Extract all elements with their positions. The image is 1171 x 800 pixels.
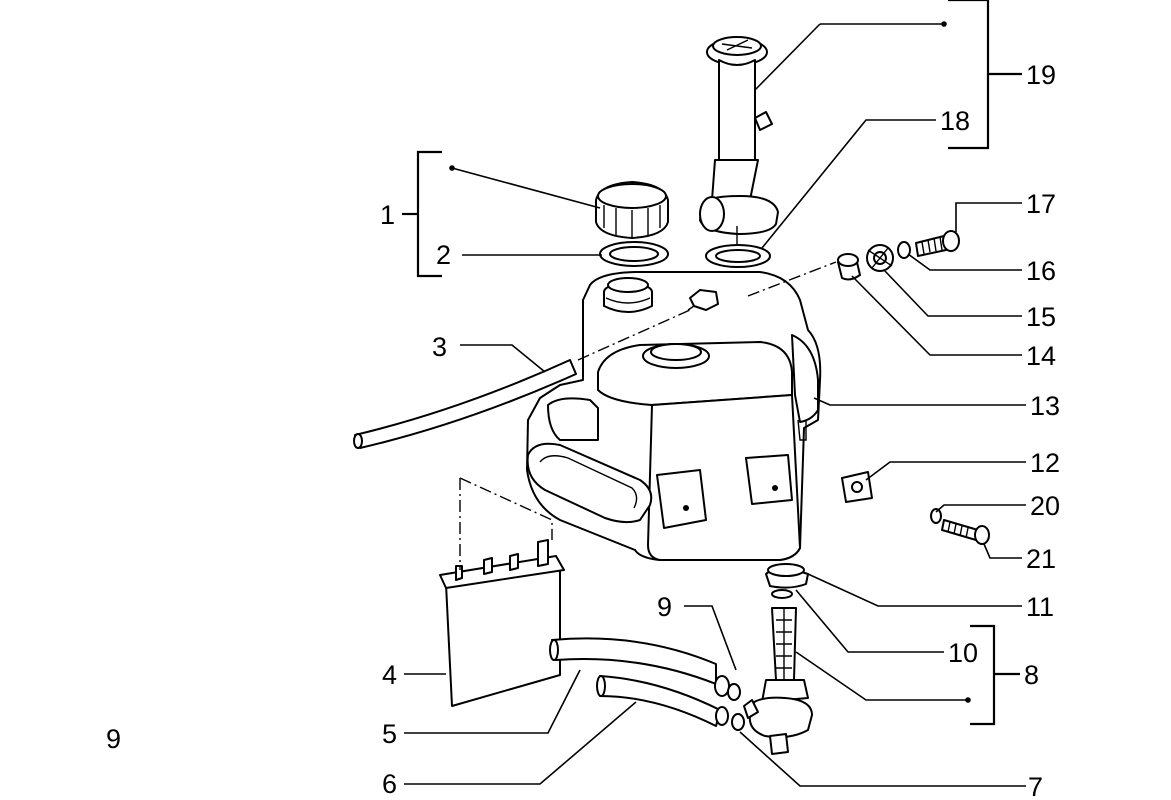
callout-21: 21 — [1026, 544, 1056, 574]
fuel-hose-lower — [596, 675, 721, 727]
bracket-group-1 — [402, 150, 442, 278]
fuel-hose-upper — [549, 637, 717, 685]
callout-8: 8 — [1024, 660, 1039, 690]
hose-clip-7 — [715, 706, 745, 731]
washer — [897, 241, 911, 259]
clip-20 — [930, 508, 942, 524]
callout-12: 12 — [1030, 448, 1060, 478]
fuel-tank — [526, 271, 822, 561]
fuel-gauge-sender — [699, 36, 779, 245]
callout-11: 11 — [1026, 592, 1054, 622]
callout-9: 9 — [657, 592, 672, 622]
sender-gasket — [705, 244, 771, 268]
cap-gasket — [599, 241, 669, 267]
callout-labels: 1 2 3 4 5 6 7 8 9 10 11 12 13 14 15 16 1… — [380, 60, 1060, 800]
callout-14: 14 — [1026, 341, 1056, 371]
callout-19: 19 — [1026, 60, 1056, 90]
callout-2: 2 — [436, 240, 451, 270]
rubber-grommet — [866, 244, 894, 272]
callout-20: 20 — [1030, 491, 1060, 521]
hose-clip-9 — [714, 675, 741, 701]
bracket-group-8 — [970, 624, 1020, 726]
breather-hose — [353, 359, 577, 449]
fuel-tap-filter — [743, 563, 813, 755]
callout-17: 17 — [1026, 189, 1056, 219]
heat-shield-plate — [439, 539, 565, 707]
callout-3: 3 — [432, 332, 447, 362]
callout-13: 13 — [1030, 391, 1060, 421]
callout-15: 15 — [1026, 302, 1056, 332]
page-number: 9 — [106, 724, 121, 754]
callout-6: 6 — [382, 769, 397, 799]
bracket-group-19 — [948, 0, 1022, 150]
screw-17 — [915, 230, 960, 257]
callout-18: 18 — [940, 106, 970, 136]
leader-lines — [404, 21, 1026, 787]
callout-10: 10 — [948, 638, 978, 668]
screw-21 — [941, 519, 990, 545]
callout-5: 5 — [382, 719, 397, 749]
tank-cap — [595, 181, 669, 239]
spacer-bushing — [837, 253, 861, 281]
callout-7: 7 — [1028, 772, 1043, 800]
callout-16: 16 — [1026, 256, 1056, 286]
rubber-mount — [841, 471, 873, 503]
callout-1: 1 — [380, 200, 395, 230]
callout-4: 4 — [382, 660, 397, 690]
